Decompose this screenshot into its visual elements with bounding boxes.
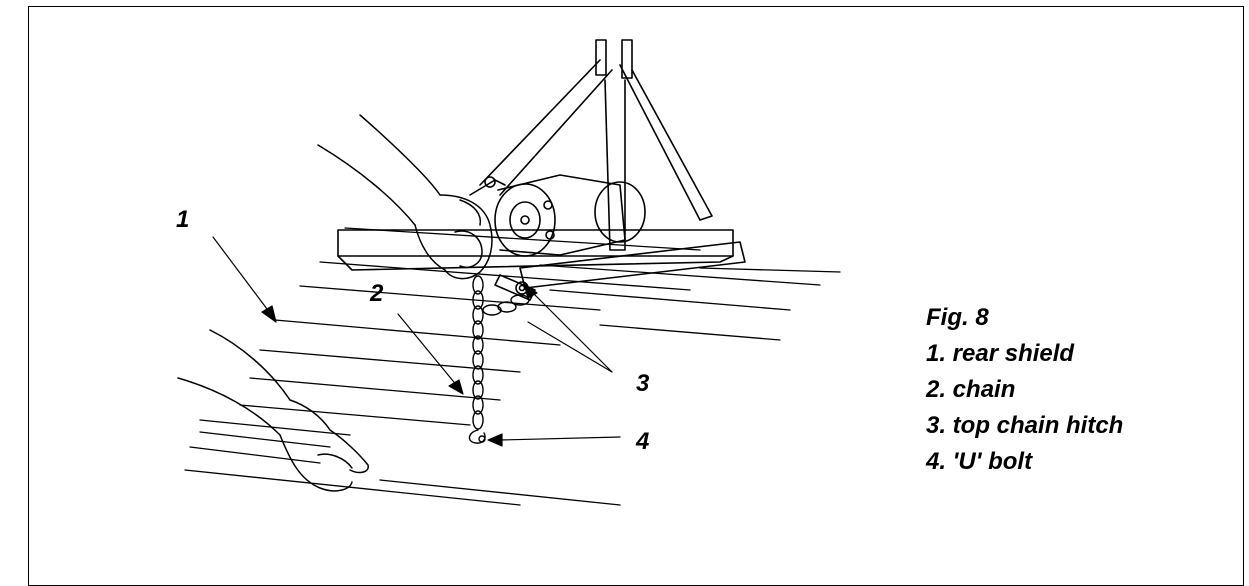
right-shield-slats bbox=[539, 264, 841, 341]
figure-frame bbox=[28, 6, 1244, 586]
gearbox bbox=[469, 174, 646, 257]
callout-3: 3 bbox=[636, 370, 650, 397]
callout-4: 4 bbox=[636, 428, 650, 455]
mower-chain-illustration bbox=[177, 39, 841, 506]
legend-item: 4. 'U' bolt bbox=[926, 448, 1033, 475]
figure-legend: Fig. 8 1. rear shield 2. chain 3. top ch… bbox=[926, 300, 1123, 480]
chain bbox=[468, 275, 530, 444]
rear-shield-slats bbox=[184, 227, 701, 506]
legend-item: 2. chain bbox=[926, 376, 1016, 403]
callout-1: 1 bbox=[176, 206, 190, 233]
leader-lines bbox=[212, 236, 621, 447]
legend-item: 3. top chain hitch bbox=[926, 412, 1124, 439]
legend-title: Fig. 8 bbox=[926, 304, 989, 331]
upper-hand bbox=[317, 114, 493, 280]
callout-2: 2 bbox=[370, 280, 384, 307]
lower-hand bbox=[177, 329, 369, 492]
legend-item: 1. rear shield bbox=[926, 340, 1075, 367]
